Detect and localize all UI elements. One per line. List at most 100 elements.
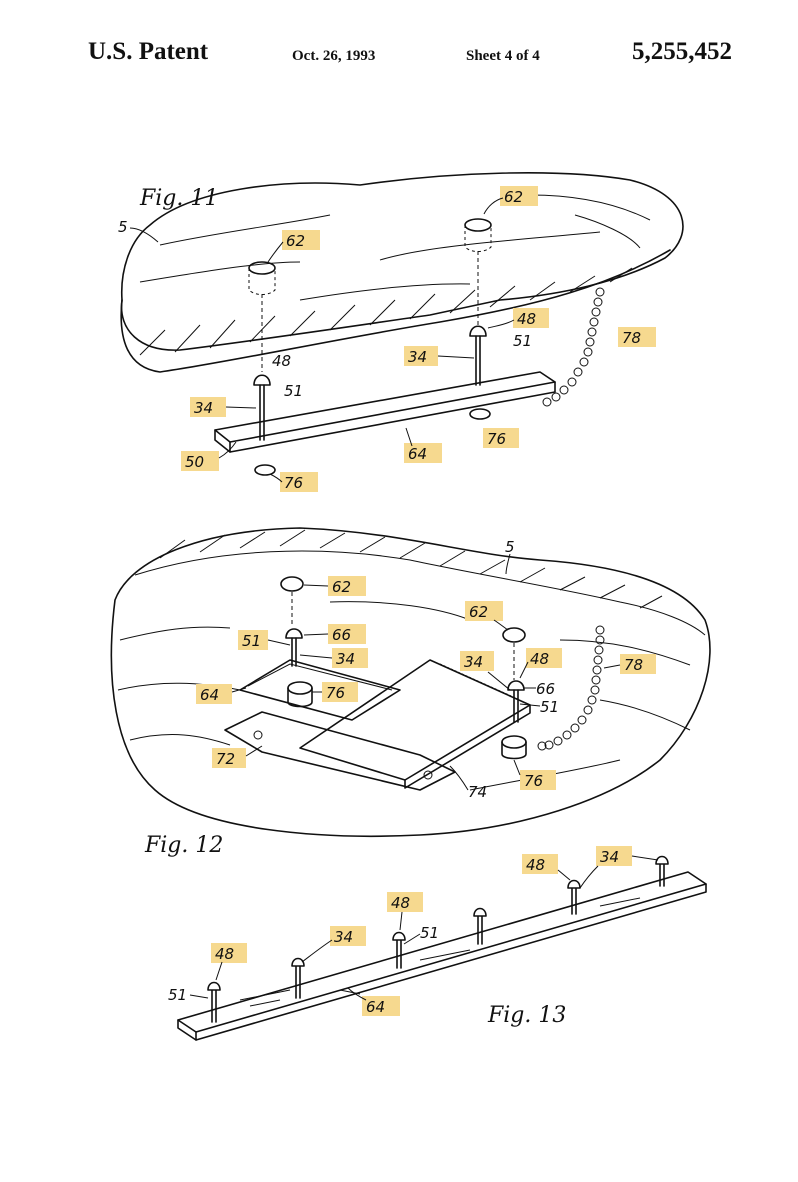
ref-5: 5 [118, 218, 128, 236]
ref-51: 51 [513, 332, 532, 350]
fig11-foot-left [254, 464, 276, 476]
ref-highlight [522, 854, 558, 874]
ref-highlight [500, 186, 538, 206]
fig13-pin [392, 931, 406, 969]
ref-51: 51 [168, 986, 187, 1004]
ref-highlight [280, 472, 318, 492]
ref-72: 72 [216, 750, 235, 768]
fig11-grain [159, 214, 331, 246]
fig13-strip-end [177, 1019, 197, 1041]
fig11-strip-end [214, 429, 231, 453]
fig12-foot-left-top [287, 681, 313, 695]
fig11-grain [139, 261, 301, 283]
fig11-foot-right [469, 408, 491, 420]
fig12-board [110, 527, 711, 837]
patent-header-number: 5,255,452 [632, 38, 732, 65]
ref-78: 78 [624, 656, 643, 674]
ref-62: 62 [332, 578, 351, 596]
ref-48: 48 [526, 856, 545, 874]
fig12-rivet [423, 770, 433, 780]
ref-highlight [620, 654, 656, 674]
ref-48: 48 [517, 310, 536, 328]
fig11-pin-shaft-left [259, 384, 265, 441]
fig11-board-edge [120, 249, 671, 373]
fig12-foot-right [501, 741, 527, 760]
ref-highlight [483, 428, 519, 448]
fig11-hole-right [464, 218, 492, 232]
fig12-grain [117, 601, 691, 791]
ref-highlight [181, 451, 219, 471]
ref-64: 64 [366, 998, 385, 1016]
fig12-hole-left [280, 576, 304, 592]
fig12-pin-shaft-right [513, 689, 519, 723]
ref-highlight [330, 926, 366, 946]
ref-highlight [596, 846, 632, 866]
ref-highlight [282, 230, 320, 250]
ref-34: 34 [334, 928, 353, 946]
ref-74: 74 [468, 783, 487, 801]
ref-34: 34 [464, 653, 483, 671]
ref-highlight [362, 996, 400, 1016]
fig12-pin-head-left [285, 628, 303, 639]
ref-highlight [460, 651, 494, 671]
fig12-plate-hatch [439, 663, 521, 701]
ref-62: 62 [469, 603, 488, 621]
fig11-grain [574, 214, 641, 249]
ref-highlight [404, 346, 438, 366]
ref-48: 48 [272, 352, 291, 370]
fig12-chain [544, 625, 605, 750]
fig13-drawing [177, 855, 707, 1041]
ref-48: 48 [530, 650, 549, 668]
fig11-pin-head-right [469, 325, 487, 337]
ref-34: 34 [600, 848, 619, 866]
fig12-channel-left-inner [247, 663, 393, 691]
ref-highlight [332, 648, 368, 668]
ref-51: 51 [420, 924, 439, 942]
ref-highlight [328, 624, 366, 644]
ref-highlight [618, 327, 656, 347]
ref-highlight [212, 748, 246, 768]
fig12-plate-edge [404, 704, 531, 789]
ref-62: 62 [286, 232, 305, 250]
ref-62: 62 [504, 188, 523, 206]
fig13-pin [291, 957, 305, 999]
ref-64: 64 [408, 445, 427, 463]
fig11-grain [529, 194, 651, 221]
ref-highlight [211, 943, 247, 963]
ref-51: 51 [242, 632, 261, 650]
ref-76: 76 [487, 430, 506, 448]
ref-76: 76 [284, 474, 303, 492]
ref-76: 76 [326, 684, 345, 702]
ref-64: 64 [200, 686, 219, 704]
fig11-grain [379, 231, 601, 261]
ref-66: 66 [536, 680, 555, 698]
fig11-board [120, 172, 684, 351]
fig13-title: Fig. 13 [487, 1003, 566, 1028]
ref-34: 34 [408, 348, 427, 366]
fig11-strip-side [229, 381, 556, 453]
ref-highlight [387, 892, 423, 912]
fig11-chain [542, 287, 605, 407]
ref-highlight [328, 576, 366, 596]
ref-highlight [404, 443, 442, 463]
ref-highlight [465, 601, 503, 621]
ref-51: 51 [284, 382, 303, 400]
fig12-hatching [159, 529, 663, 609]
fig11-drawing [120, 172, 684, 476]
fig12-title: Fig. 12 [144, 833, 223, 858]
ref-78: 78 [622, 329, 641, 347]
fig13-labels: 48 51 34 48 51 64 48 34 [168, 846, 659, 1016]
ref-34: 34 [336, 650, 355, 668]
ref-66: 66 [332, 626, 351, 644]
ref-highlight [238, 630, 268, 650]
patent-header-sheet: Sheet 4 of 4 [466, 48, 540, 64]
fig12-foot-right-top [501, 735, 527, 749]
ref-highlight [196, 684, 232, 704]
fig13-surface-marks [239, 897, 641, 1007]
fig12-hole-right [502, 627, 526, 643]
fig11-title: Fig. 11 [139, 186, 218, 211]
fig12-foot-left [287, 687, 313, 708]
ref-highlight [190, 397, 226, 417]
patent-header-date: Oct. 26, 1993 [292, 48, 376, 64]
